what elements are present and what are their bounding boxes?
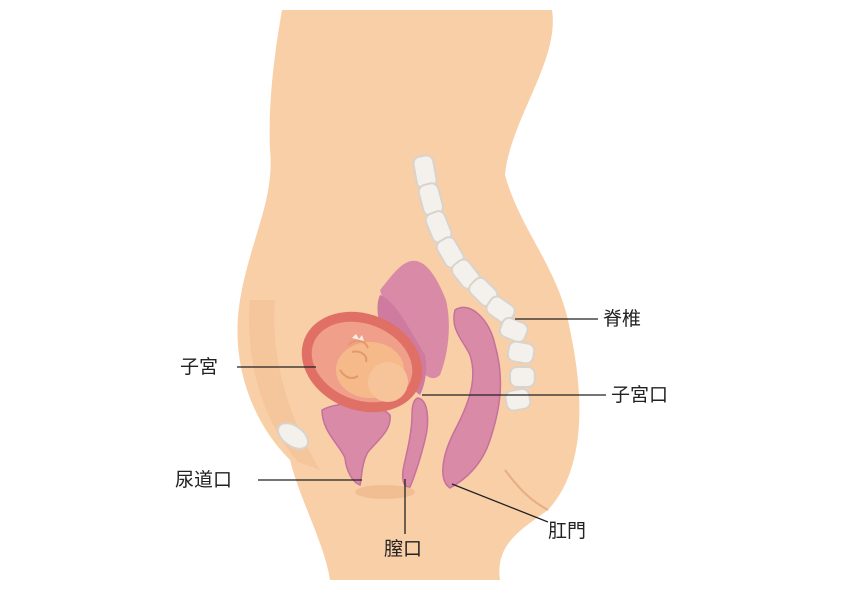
label-spine: 脊椎 [603, 308, 642, 330]
fetus-head [368, 362, 408, 402]
label-uterus: 子宮 [180, 356, 219, 378]
perineum [355, 485, 415, 499]
fetus-limbs [339, 339, 369, 379]
vertebra [506, 340, 536, 365]
belly-shade [249, 300, 320, 470]
fetus-hand [352, 334, 364, 341]
label-urethra: 尿道口 [175, 469, 233, 491]
rectum [442, 306, 502, 489]
label-cervix: 子宮口 [611, 384, 669, 406]
leader-lines [237, 318, 606, 534]
spine-vertebrae [412, 154, 536, 412]
pubic-bone [276, 422, 310, 450]
pelvic-tissue [380, 260, 449, 379]
vertebra [498, 316, 529, 344]
leader-anus [451, 483, 549, 523]
vertebra [509, 366, 536, 388]
vertebra [504, 387, 532, 412]
vagina-canal [401, 397, 429, 488]
label-vagina: 膣口 [384, 538, 423, 560]
buttocks-crease [504, 469, 549, 511]
label-anus: 肛門 [548, 520, 587, 542]
